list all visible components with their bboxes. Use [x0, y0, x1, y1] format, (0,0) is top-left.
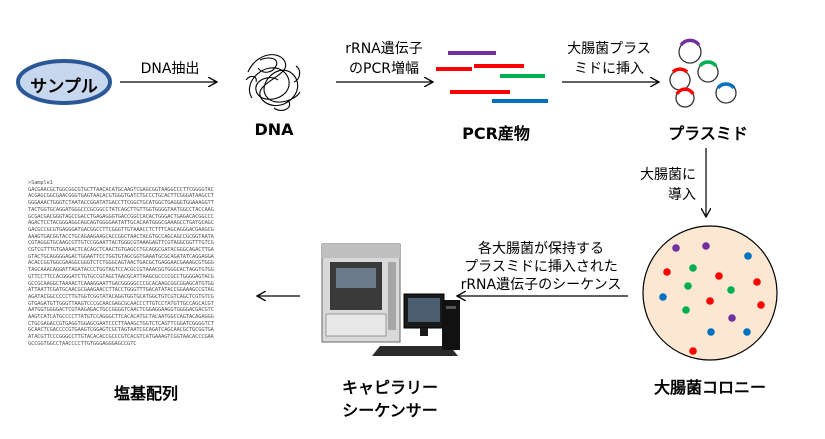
pcr-fragments-icon — [436, 51, 548, 103]
sequence-line: AAGTCATCATGCCCCTTATGTCCAGGGCTTCACACATGCT… — [28, 314, 214, 321]
sequence-line: GGGAAACTGGGTCTAATACCGGATATGACCTTCGGCTGCA… — [28, 200, 214, 207]
sequence-line: AATGGTGGGGACTCGTAAGAGACTGCCGGGGTCAACTCGG… — [28, 307, 214, 314]
edge-transform-label-1: 大腸菌に — [640, 167, 696, 183]
sequence-line: TACTGGTGCAGGATGGGCCCGCGGCCTATCAGCTTGTTGG… — [28, 206, 214, 213]
plasmid-rings-icon — [669, 38, 737, 108]
sequence-line: CGTAGGGTGCAAGCGTTGTCCGGAATTACTGGGCGTAAAG… — [28, 240, 214, 247]
sample-label: サンプル — [30, 77, 98, 97]
edge-pcr-label-1: rRNA遺伝子 — [345, 41, 423, 57]
sequence-line: GCCGGTGGCCTAACCCCTTGTGGGAGGGAGCCGTC — [28, 340, 137, 347]
sequence-line: GCAACTCGACCCCGTGAAGTCGGAGTCGCTAGTAATCGCA… — [28, 327, 214, 334]
edge-transform-label-2: 導入 — [668, 187, 696, 203]
sequence-line: TAGCAAACAGGATTAGATACCCTGGTAGTCCACGCCGTAA… — [28, 267, 214, 274]
sequence-line: AAAGTGACGGTACCTGCAGAAGAAGCACCGGCTAACTACG… — [28, 233, 214, 240]
tangled-dna-icon — [245, 54, 301, 111]
sequence-line: CTGCGAGACCGTGAGGTGGAGCGAATCCCTTAAAGCTGGT… — [28, 320, 214, 327]
sequence-line: ACACCGGTGGCGAAGGCGGGTCTCTGGGCAGTAACTGACG… — [28, 260, 214, 267]
sequence-line: CGTCGTTTGTGAAAACTCACAGCTCAACTGTGAGCCTGCA… — [28, 247, 214, 254]
edge-sequencing-label-2: プラスミドに挿入された — [464, 259, 618, 275]
sample-node — [16, 59, 112, 105]
sequencer-label-2: シーケンサー — [342, 401, 438, 420]
sequence-header: >Sample1 — [28, 180, 53, 186]
edge-insert-label-1: 大腸菌プラス — [567, 41, 651, 57]
sequence-line: ATTAATTCGATGCAACGCGAAGAACCTTACCTGGGTTTGA… — [28, 287, 214, 294]
plasmid-label: プラスミド — [668, 124, 748, 143]
sequencer-label-1: キャピラリー — [341, 378, 438, 397]
pcr-product-label: PCR産物 — [462, 124, 530, 143]
sequence-line: GTGAGATGTTGGGTTAAGTCCCGCAACGAGCGCAACCCTT… — [28, 300, 214, 307]
sequence-line: GACGAACGCTGGCGGCGTGCTTAACACATGCAAGTCGAGC… — [28, 186, 214, 193]
sequence-line: ACGAGCGGCGAACGGGTGAGTAACACGTGGGTGATCTGCC… — [28, 193, 214, 200]
edge-dna-extraction-label: DNA抽出 — [140, 61, 200, 77]
sequence-line: GTTCCTTCCACGGGATCTGTGCCGTAGCTAACGCATTAAG… — [28, 273, 214, 280]
colony-label: 大腸菌コロニー — [653, 378, 766, 397]
sequence-line: GACGCCGCGTGAGGGATGACGGCCTTCGGGTTGTAAACCT… — [28, 226, 214, 233]
sequence-lines: GACGAACGCTGGCGGCGTGCTTAACACATGCAAGTCGAGC… — [28, 187, 256, 348]
sequence-line: ATACGTTCCCGGGCCTTGTACACACCGCCCGTCACGTCAT… — [28, 334, 214, 341]
sequence-line: GCGACGACGGGTAGCCGACCTGAGAGGGTGACCGGCCACA… — [28, 213, 214, 220]
edge-insert-label-2: ミドに挿入 — [574, 61, 644, 77]
edge-pcr-label-2: のPCR増幅 — [349, 61, 419, 77]
sequence-line: AGATACGGCCCCCTTGTGGTCGGTATACAGGTGGTGCATG… — [28, 293, 214, 300]
sequence-line: GTACTGCAGGGGAGACTGGAATTCCTGGTGTAGCGGTGAA… — [28, 253, 214, 260]
edge-sequencing-label-3: rRNA遺伝子のシーケンス — [460, 277, 622, 293]
sequence-line: GCCGCAAGGCTAAAACTCAAAGGAATTGACGGGGGCCCGC… — [28, 280, 214, 287]
sequence-label: 塩基配列 — [113, 384, 178, 403]
petri-dish-icon — [642, 225, 778, 361]
capillary-sequencer-icon — [321, 243, 460, 356]
edge-sequencing-label-1: 各大腸菌が保持する — [478, 241, 604, 257]
dna-label: DNA — [254, 120, 294, 139]
sequence-line: AGACTCCTACGGGAGGCAGCAGTGGGGAATATTGCACAAT… — [28, 220, 214, 227]
